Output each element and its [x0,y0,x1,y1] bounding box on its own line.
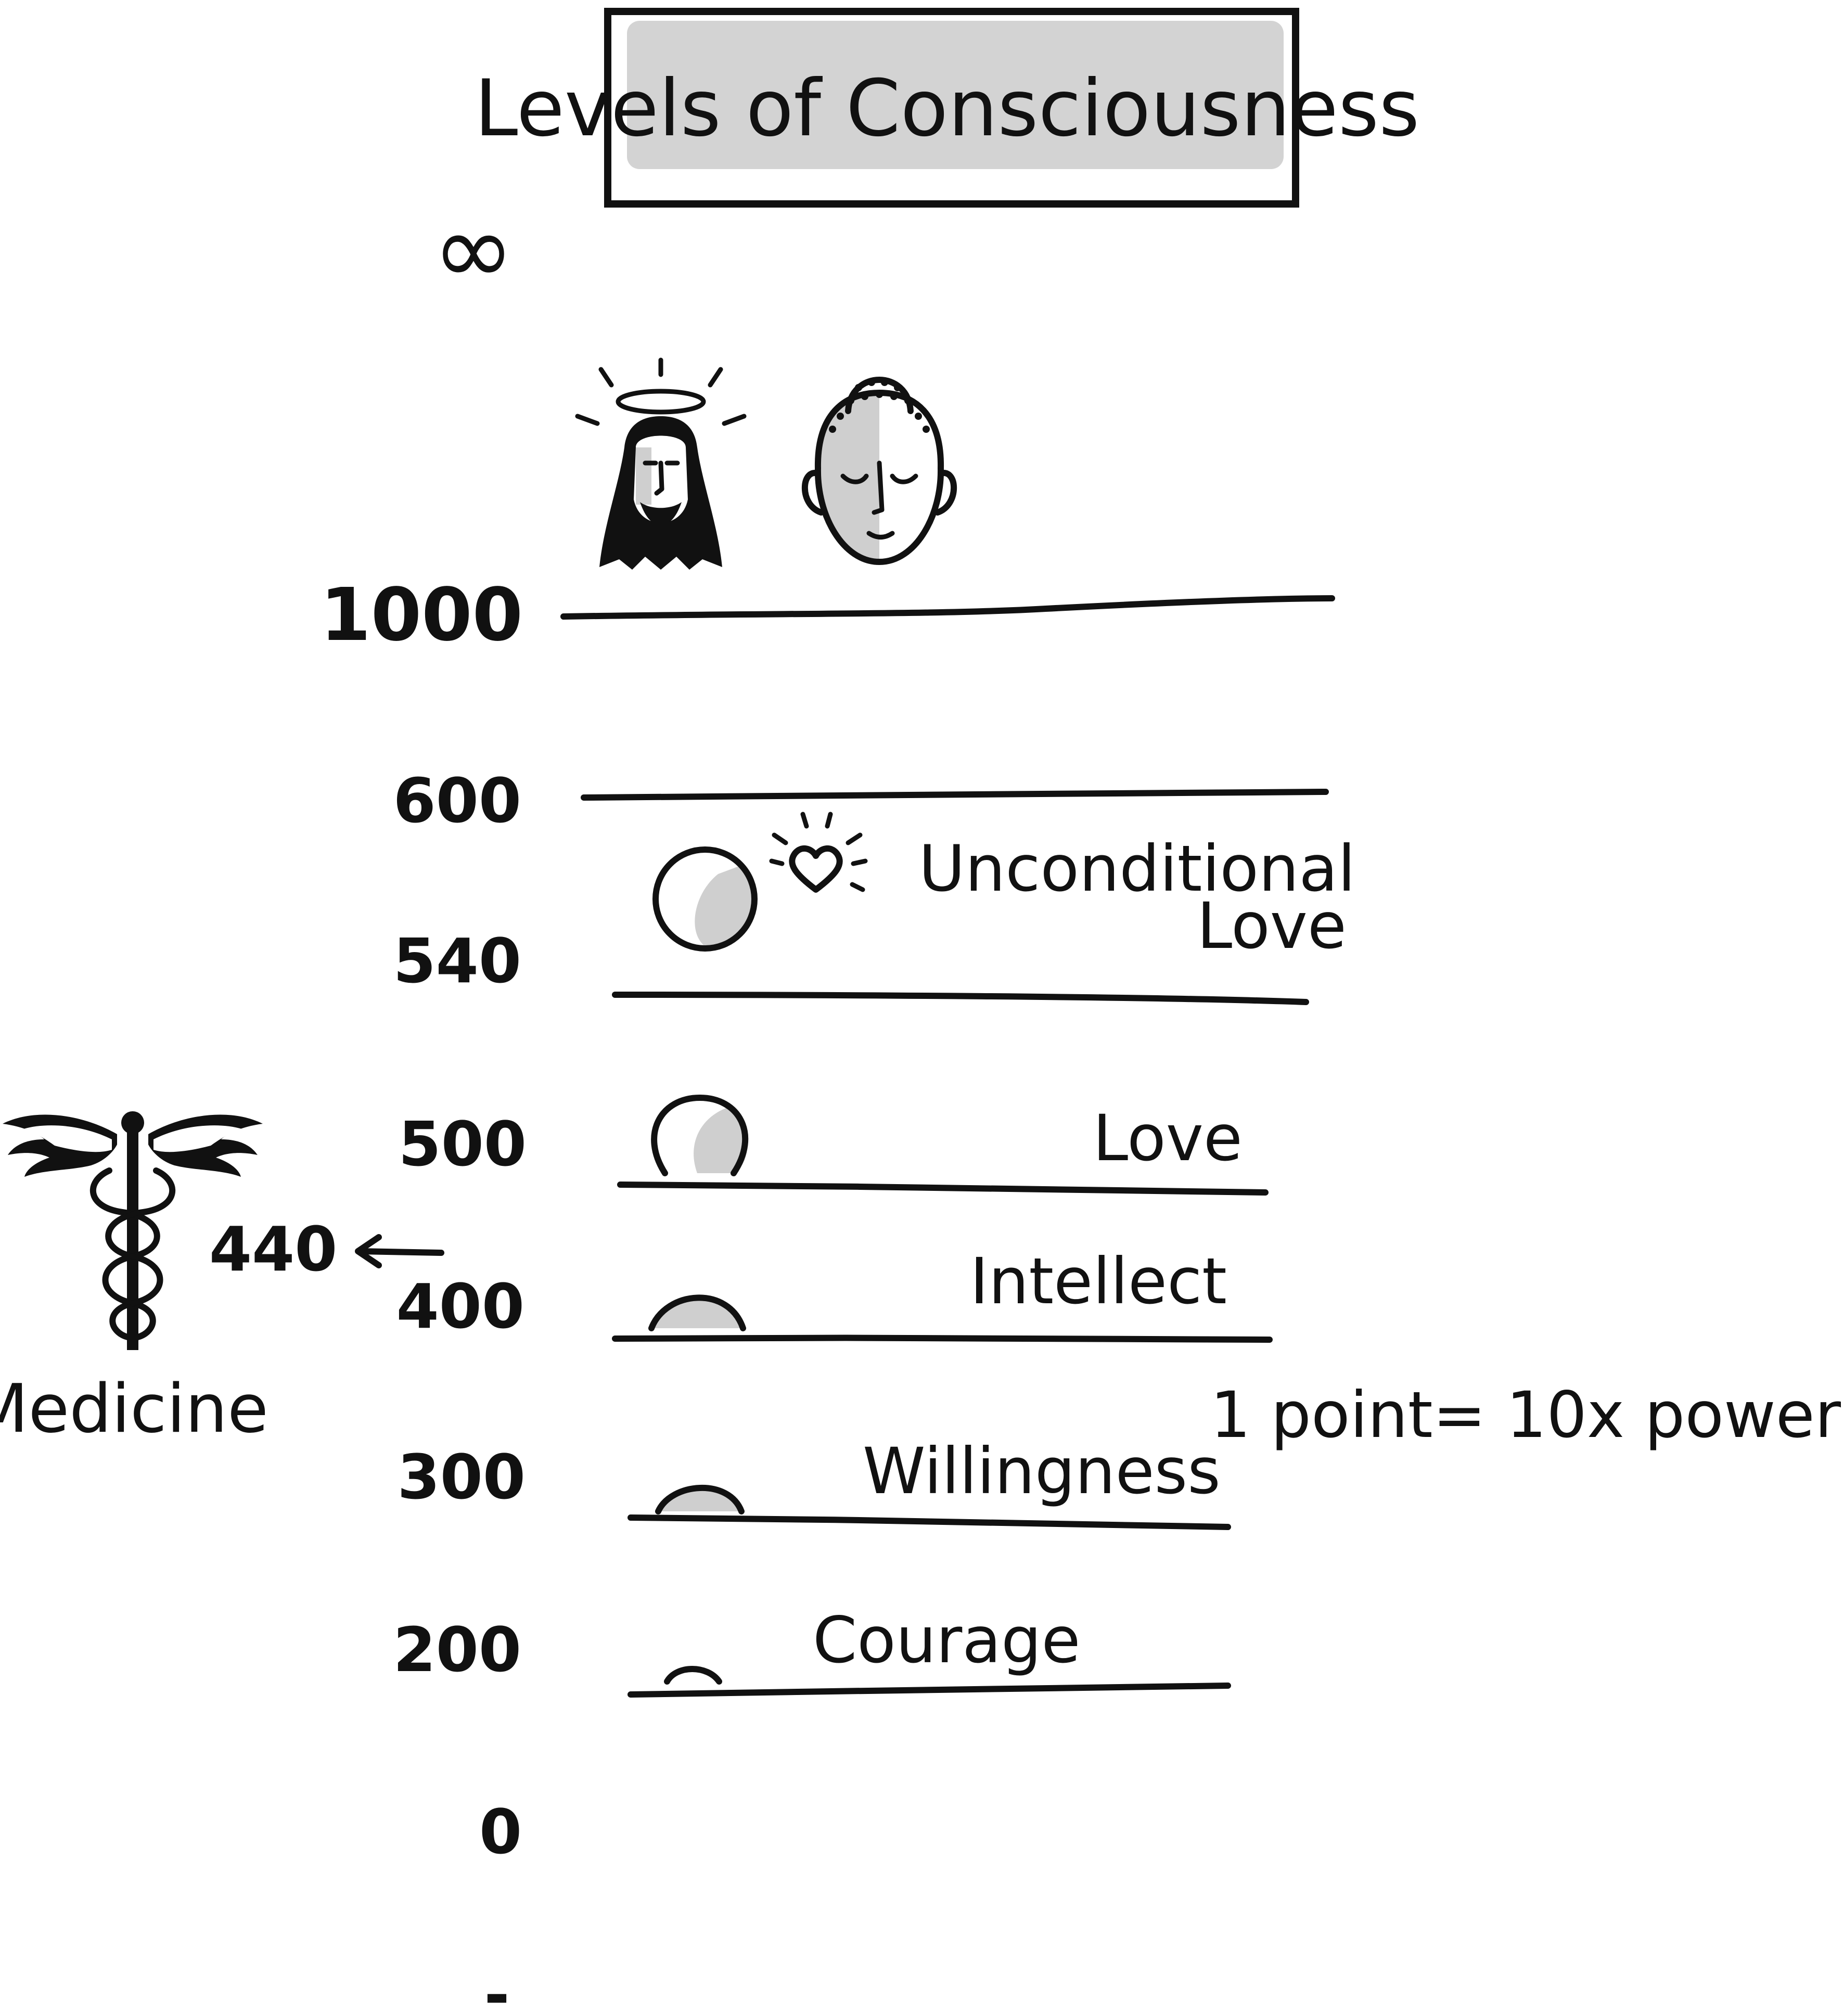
tick-0: 0 [479,1796,522,1868]
line-300 [628,1514,1231,1530]
level-label-love: Love [1093,1101,1243,1175]
jesus-face-with-halo-icon [575,357,747,570]
left-arrow-icon [355,1234,444,1268]
tick-negative: - [484,1959,510,2016]
level-label-courage: Courage [813,1603,1081,1677]
buddha-face-icon [802,377,957,565]
line-500 [617,1182,1269,1196]
axis-ticks: 1000 600 540 500 400 300 200 0 - [320,573,527,2016]
line-600 [581,789,1329,801]
medicine-value-label: 440 [209,1213,337,1285]
infinity-label: ∞ [432,192,515,307]
scale-note: 1 point= 10x power [1210,1378,1841,1452]
tick-600: 600 [393,765,521,837]
line-1000 [560,595,1335,620]
line-540 [612,992,1309,1005]
orb-mid-icon [648,1294,746,1331]
tick-1000: 1000 [320,573,523,658]
level-label-unconditional-love-line2: Love [1197,889,1347,963]
caduceus-icon [3,1111,263,1350]
orb-dawn-icon [664,1666,722,1685]
tick-540: 540 [393,925,521,997]
tick-300: 300 [398,1441,526,1513]
level-labels: Unconditional Love Love Intellect Willin… [813,832,1355,1677]
line-400 [612,1334,1273,1343]
tick-400: 400 [396,1270,524,1342]
medicine-label: Medicine [0,1370,268,1448]
level-label-willingness: Willingness [863,1434,1221,1508]
orb-low-icon [655,1485,745,1514]
line-200 [628,1683,1231,1698]
tick-200: 200 [393,1614,521,1686]
radiant-heart-icon [769,812,868,893]
orb-high-icon [651,1095,749,1176]
page-title: Levels of Consciousness [475,63,1420,154]
level-label-intellect: Intellect [970,1244,1227,1318]
tick-500: 500 [399,1108,527,1180]
orb-full-icon [652,846,758,952]
level-label-unconditional-love-line1: Unconditional [919,832,1355,906]
title-box: Levels of Consciousness [475,8,1420,208]
level-lines [560,595,1335,1698]
